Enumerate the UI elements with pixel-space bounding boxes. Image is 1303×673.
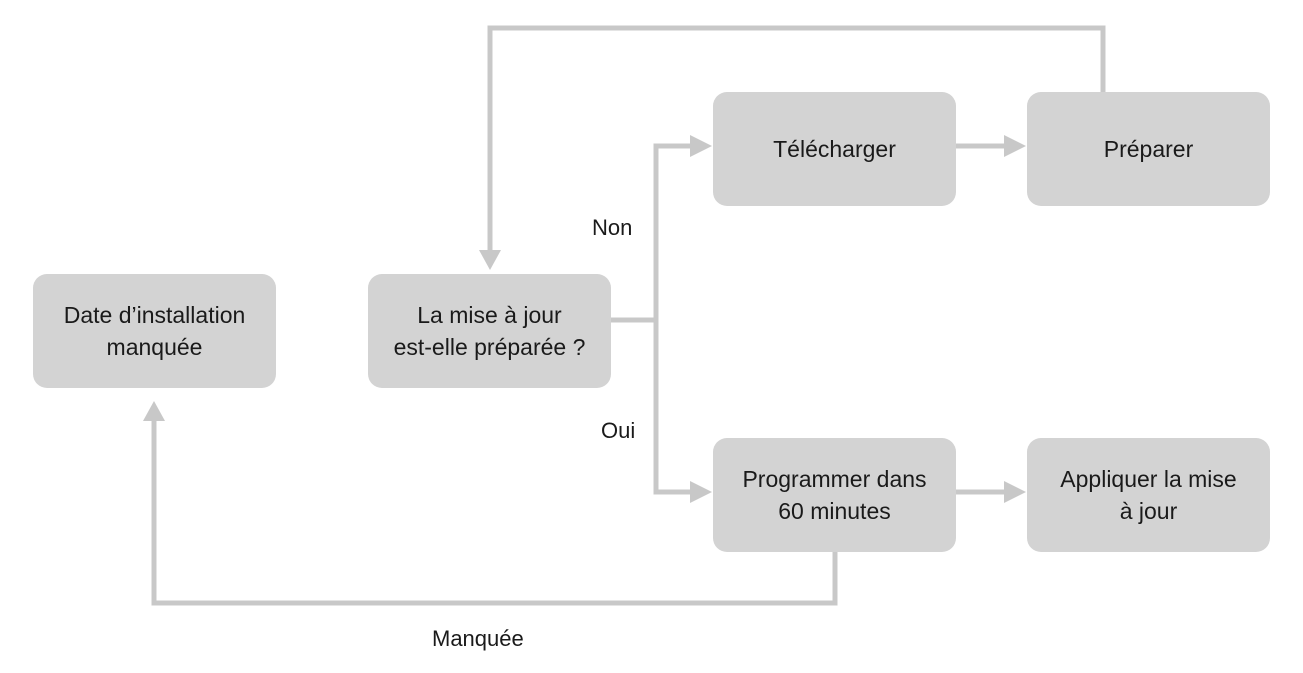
node-schedule-60-minutes: Programmer dans 60 minutes: [713, 438, 956, 552]
node-update-prepared-question: La mise à jour est-elle préparée ?: [368, 274, 611, 388]
node-missed-install-date: Date d’installation manquée: [33, 274, 276, 388]
arrowhead-into-apply: [1004, 481, 1026, 503]
edge-label-missed: Manquée: [432, 626, 524, 651]
edge-label-yes: Oui: [601, 418, 636, 443]
edge-label-no: Non: [592, 215, 633, 240]
arrowhead-into-missed: [143, 401, 165, 421]
connector-branch-to-download: [653, 143, 693, 320]
node-apply-update: Appliquer la mise à jour: [1027, 438, 1270, 552]
arrowhead-into-question: [479, 250, 501, 270]
arrowhead-into-schedule: [690, 481, 712, 503]
arrowhead-into-download: [690, 135, 712, 157]
connector-prepare-to-question: [487, 25, 1106, 252]
connector-schedule-to-missed: [151, 418, 838, 606]
connector-branch-to-schedule: [653, 320, 693, 495]
arrowhead-into-prepare: [1004, 135, 1026, 157]
node-download: Télécharger: [713, 92, 956, 206]
node-prepare: Préparer: [1027, 92, 1270, 206]
